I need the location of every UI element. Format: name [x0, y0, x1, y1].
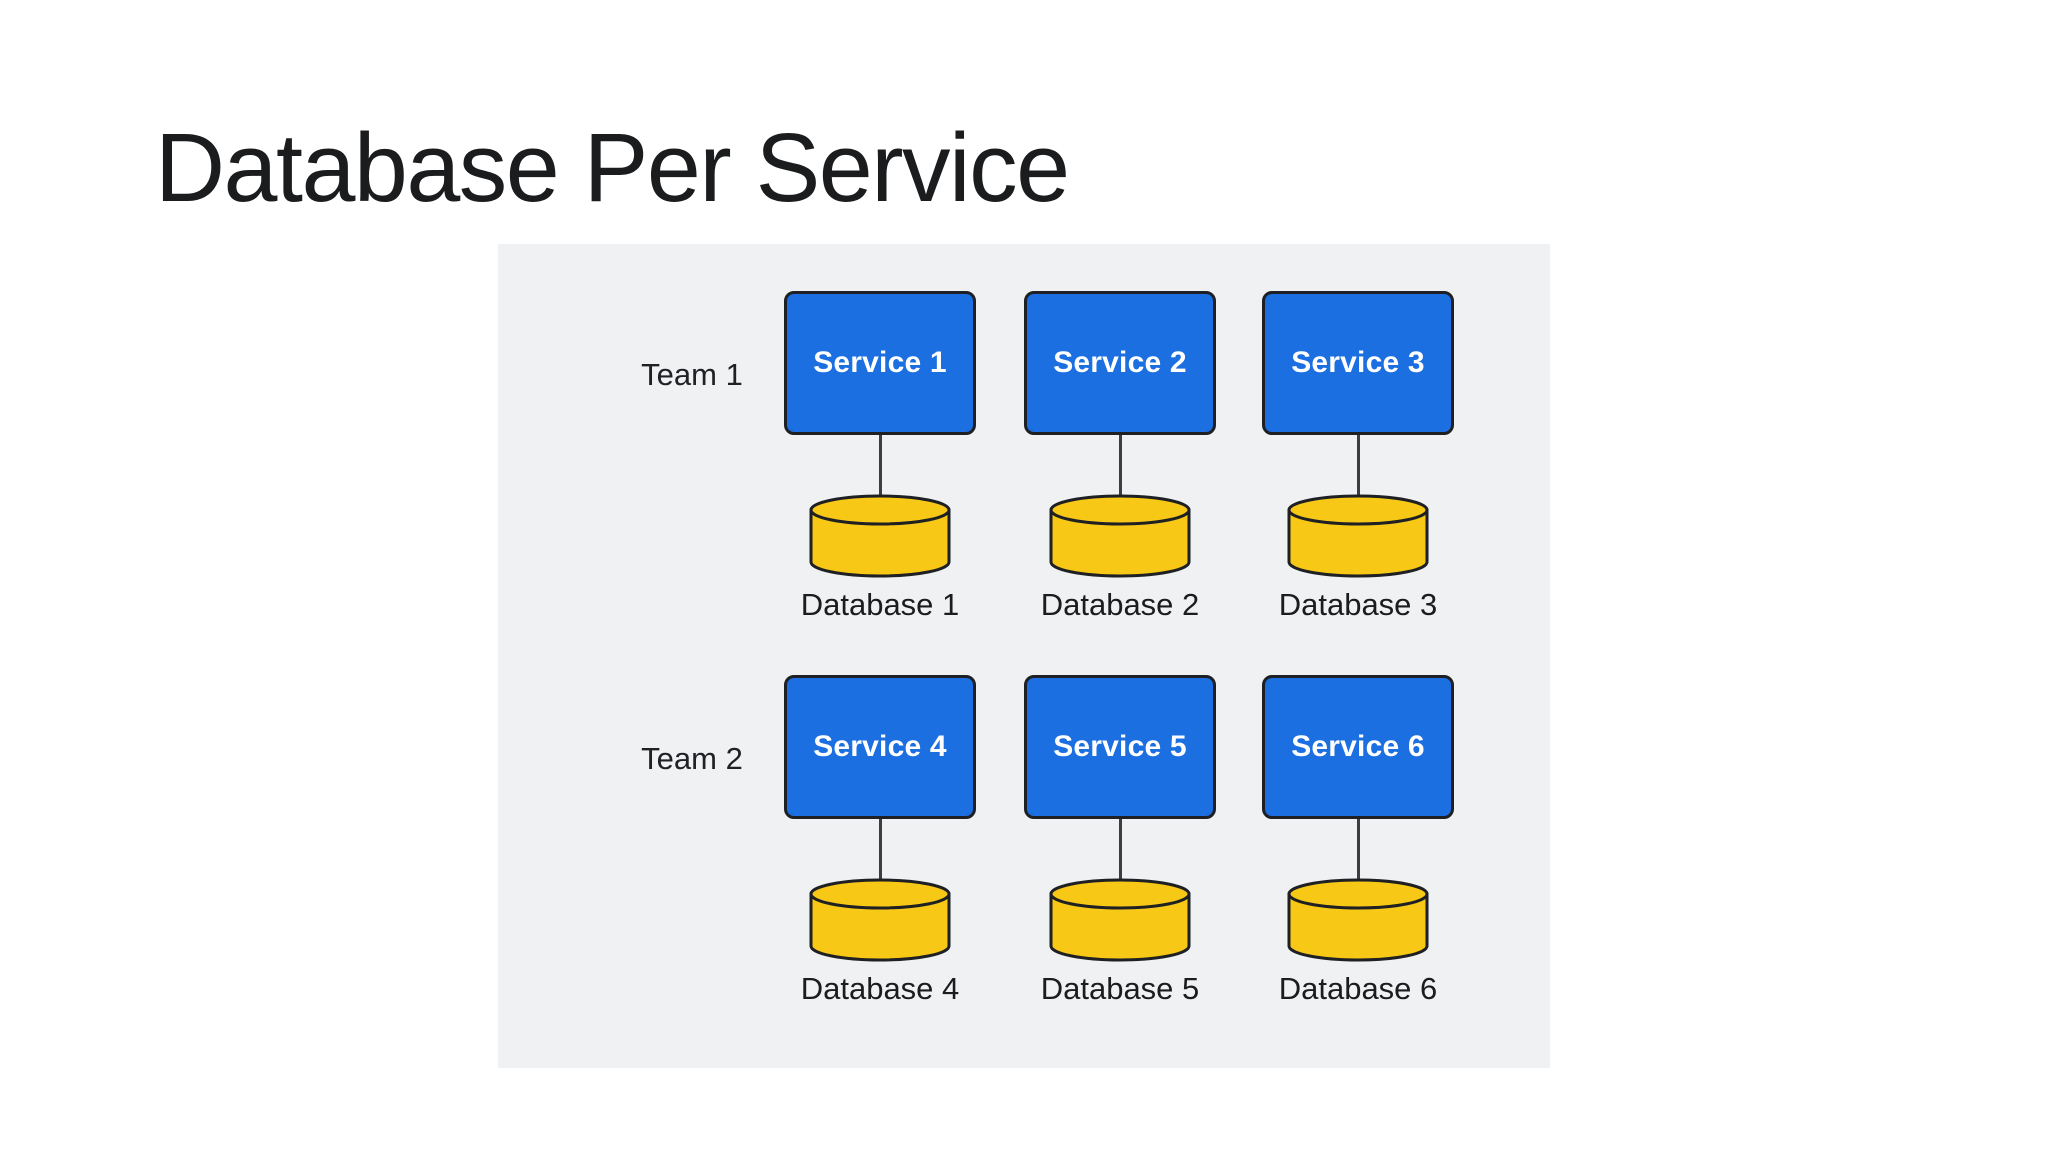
service-box: Service 6 [1262, 675, 1454, 819]
connector-line [878, 819, 882, 881]
service-db-group: Service 6 Database 6 [1262, 675, 1454, 1007]
connector-line [1118, 819, 1122, 881]
database-cylinder-icon [1049, 878, 1191, 962]
database-label: Database 2 [1040, 587, 1200, 622]
database-label: Database 6 [1278, 971, 1438, 1006]
service-box: Service 3 [1262, 291, 1454, 435]
service-label: Service 1 [813, 346, 947, 379]
service-box: Service 2 [1024, 291, 1216, 435]
page-title: Database Per Service [155, 112, 1070, 222]
connector-line [878, 435, 882, 497]
service-db-group: Service 1 Database 1 [784, 291, 976, 623]
service-db-group: Service 2 Database 2 [1024, 291, 1216, 623]
database-cylinder-icon [1287, 494, 1429, 578]
service-label: Service 5 [1053, 730, 1187, 763]
service-db-group: Service 4 Database 4 [784, 675, 976, 1007]
team-label: Team 2 [641, 741, 743, 776]
service-box: Service 1 [784, 291, 976, 435]
team-row-2: Team 2 Service 4 Database 4 Service 5 [498, 675, 1550, 1025]
service-label: Service 3 [1291, 346, 1425, 379]
service-db-group: Service 3 Database 3 [1262, 291, 1454, 623]
database-label: Database 3 [1278, 587, 1438, 622]
service-box: Service 4 [784, 675, 976, 819]
database-cylinder-icon [809, 494, 951, 578]
service-label: Service 2 [1053, 346, 1187, 379]
database-label: Database 1 [800, 587, 960, 622]
database-cylinder-icon [1287, 878, 1429, 962]
database-cylinder-icon [1049, 494, 1191, 578]
service-db-group: Service 5 Database 5 [1024, 675, 1216, 1007]
connector-line [1356, 435, 1360, 497]
database-label: Database 5 [1040, 971, 1200, 1006]
service-box: Service 5 [1024, 675, 1216, 819]
database-label: Database 4 [800, 971, 960, 1006]
service-label: Service 6 [1291, 730, 1425, 763]
connector-line [1356, 819, 1360, 881]
diagram-panel: Team 1 Service 1 Database 1 Service 2 [498, 244, 1550, 1068]
database-cylinder-icon [809, 878, 951, 962]
service-label: Service 4 [813, 730, 947, 763]
connector-line [1118, 435, 1122, 497]
team-row-1: Team 1 Service 1 Database 1 Service 2 [498, 291, 1550, 641]
team-label: Team 1 [641, 357, 743, 392]
